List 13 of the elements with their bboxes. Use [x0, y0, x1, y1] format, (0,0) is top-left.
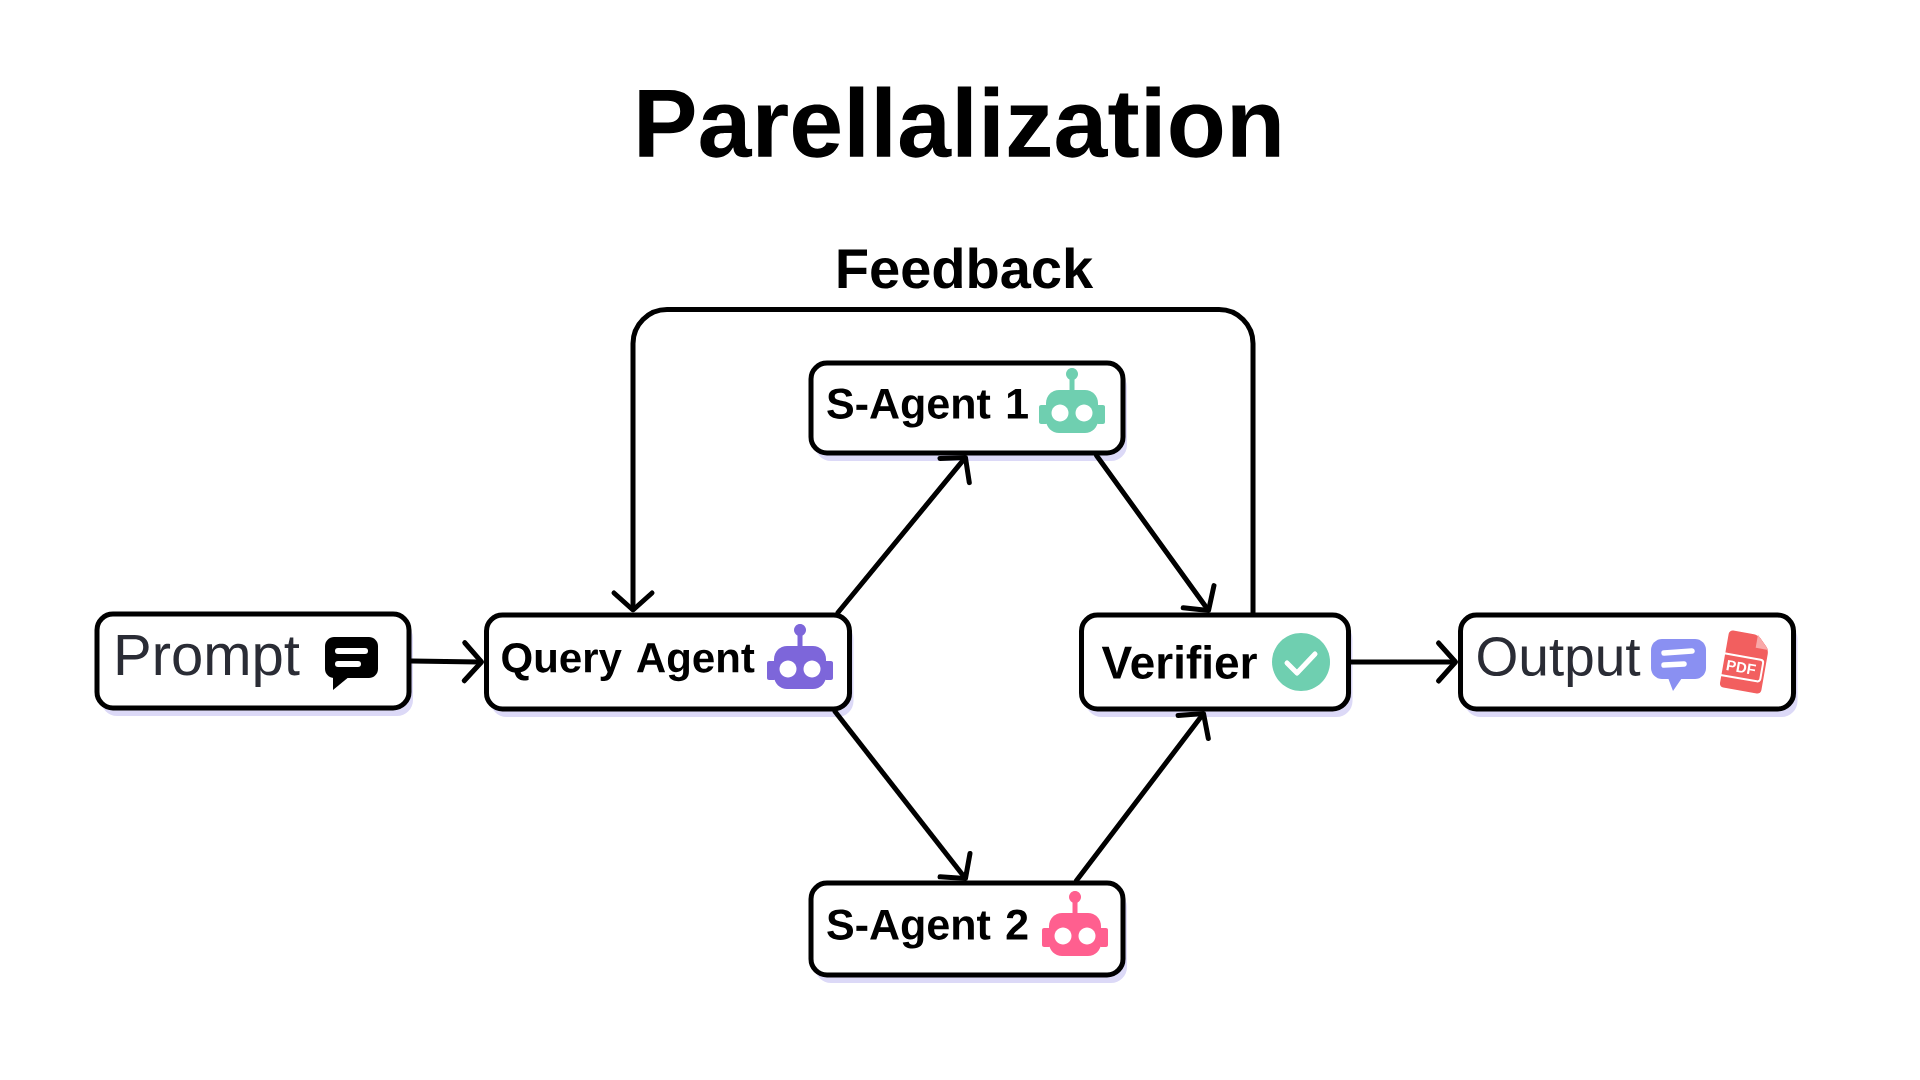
- arrow: [832, 709, 973, 882]
- edge-label: Feedback: [832, 245, 1096, 291]
- process-box: S-Agent 2: [808, 880, 1127, 983]
- process-box: Verifier: [1079, 612, 1353, 717]
- title: Parellalization: [639, 86, 1280, 158]
- process-box: Query Agent: [484, 612, 854, 717]
- arrow: [1094, 453, 1217, 613]
- arrow: [835, 454, 972, 615]
- arrow: [1348, 640, 1458, 684]
- process-box: S-Agent 1: [808, 360, 1127, 461]
- process-box: Prompt: [94, 611, 413, 716]
- arrow: [611, 307, 1256, 615]
- arrow: [1074, 711, 1211, 883]
